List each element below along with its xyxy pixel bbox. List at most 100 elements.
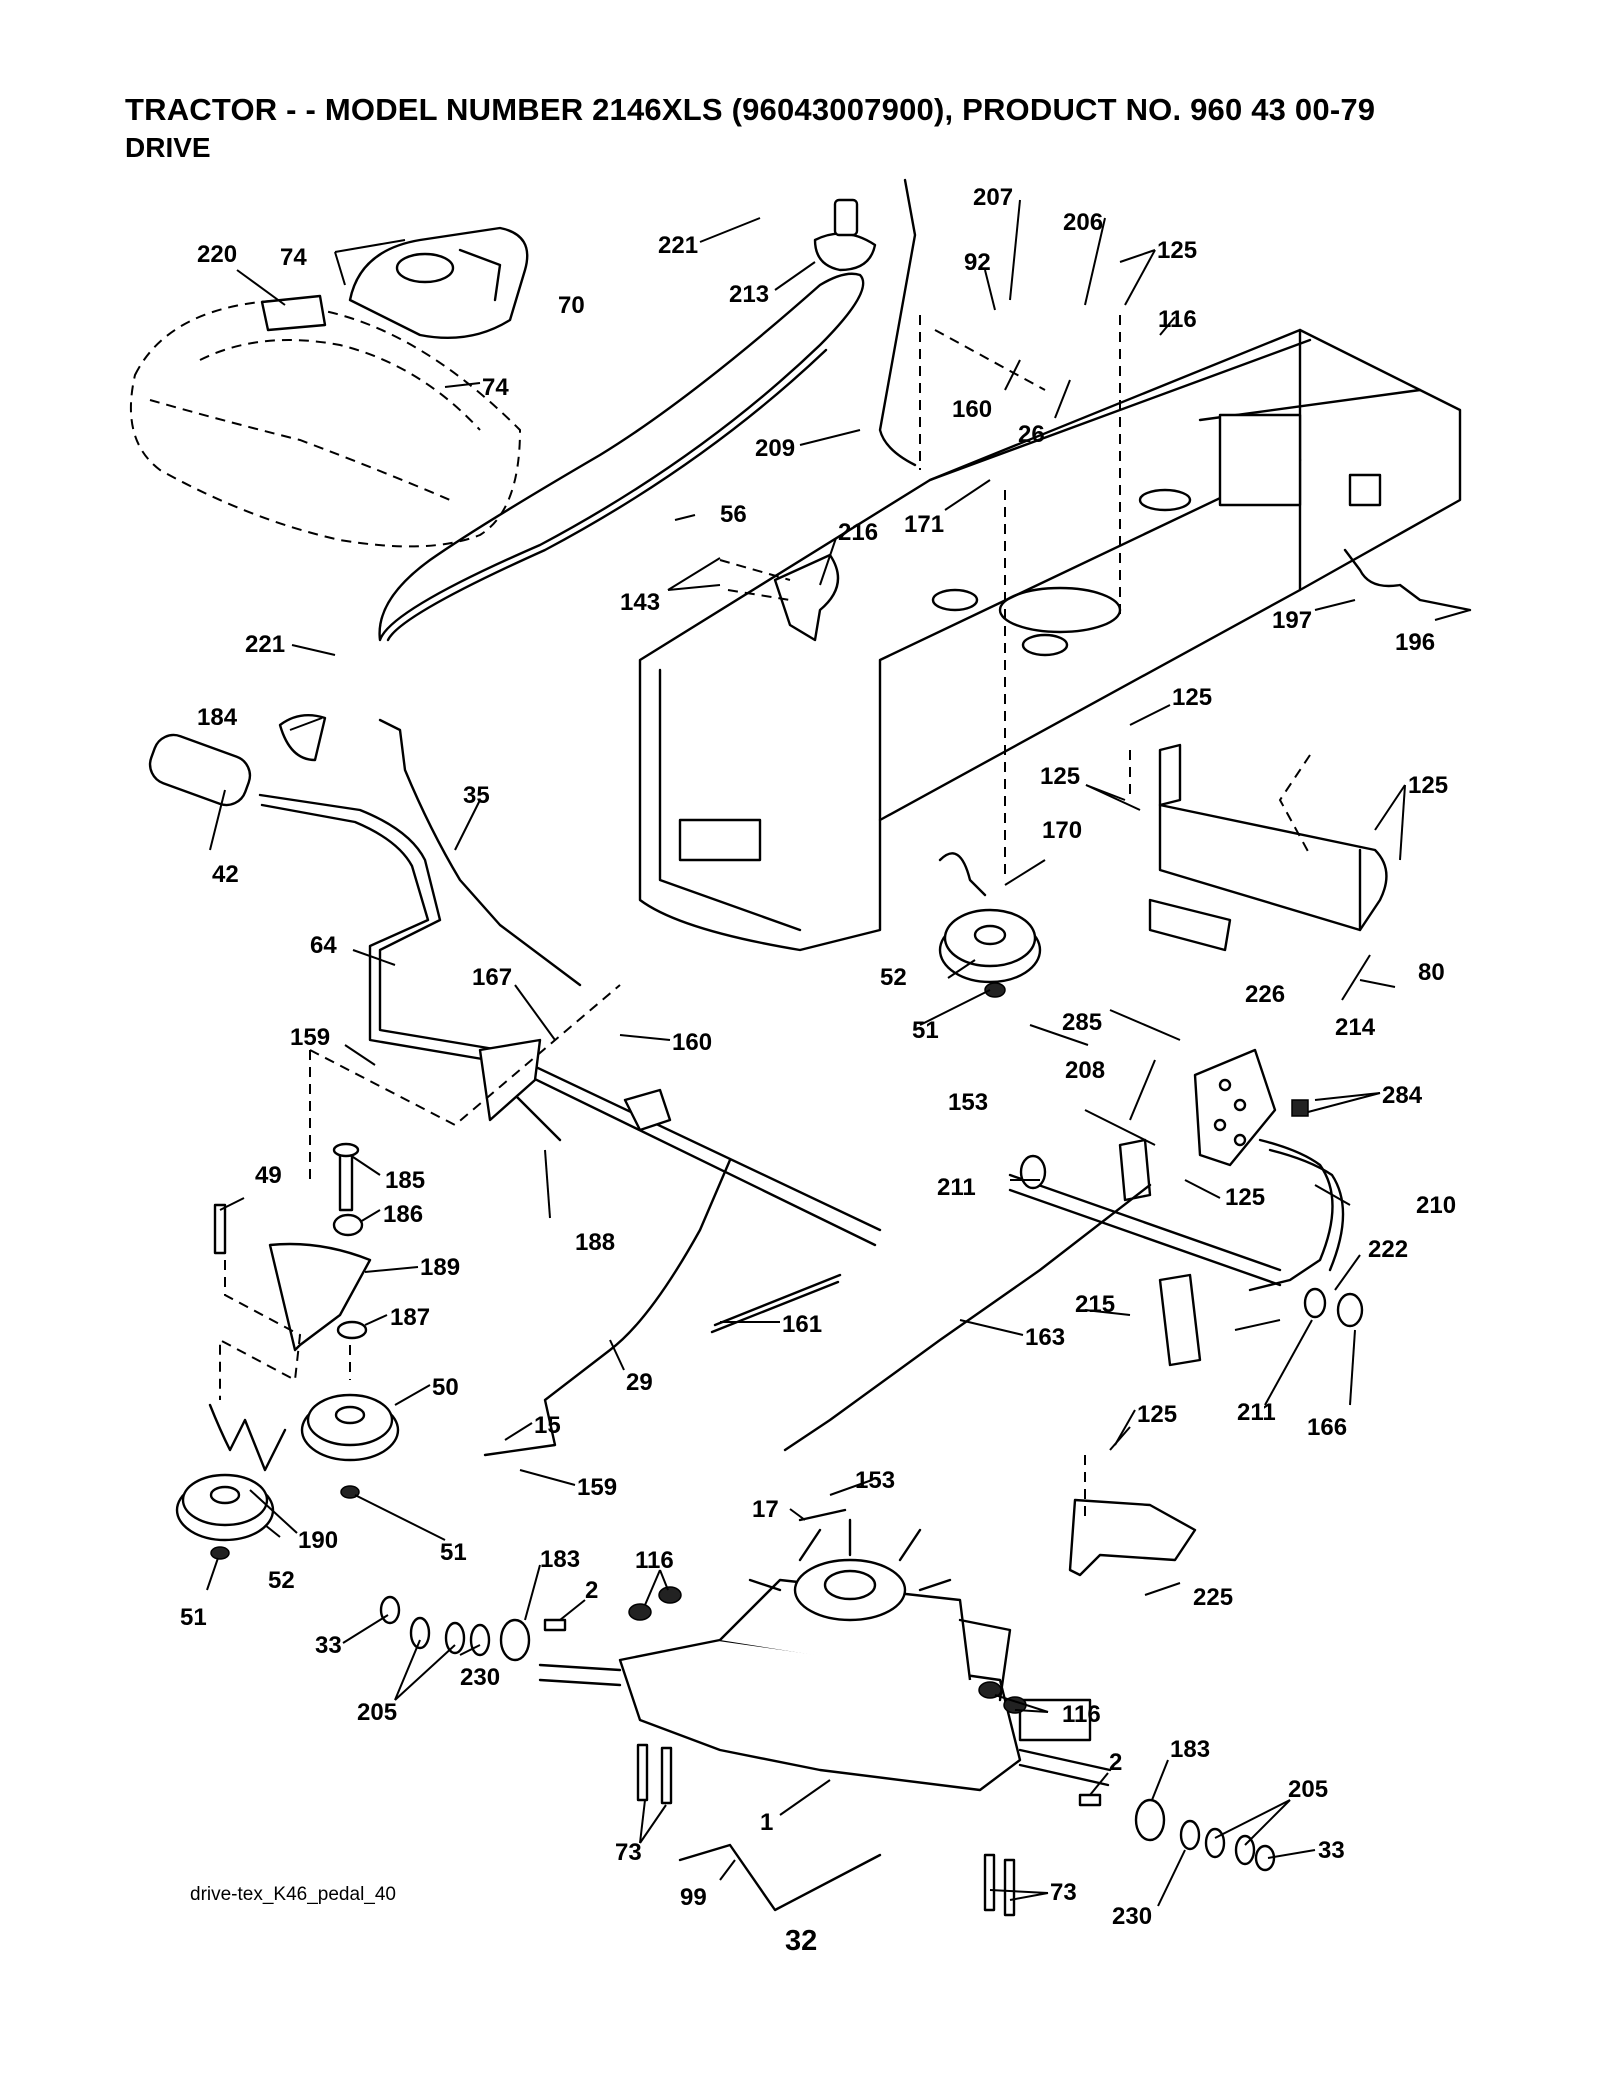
callout-label: 163 <box>1025 1324 1065 1351</box>
callout-label: 183 <box>540 1546 580 1573</box>
callout-label: 52 <box>880 964 907 991</box>
callout-label: 125 <box>1040 763 1080 790</box>
callout-label: 74 <box>280 244 307 271</box>
callout-label: 206 <box>1063 209 1103 236</box>
callout-label: 221 <box>245 631 285 658</box>
callout-label: 196 <box>1395 629 1435 656</box>
callout-label: 284 <box>1382 1082 1423 1109</box>
callout-label: 153 <box>855 1467 895 1494</box>
callout-label: 2 <box>585 1577 598 1604</box>
nut <box>984 982 1006 998</box>
callout-label: 167 <box>472 964 512 991</box>
callout-label: 171 <box>904 511 944 538</box>
callout-label: 159 <box>577 1474 617 1501</box>
callout-label: 50 <box>432 1374 459 1401</box>
callout-label: 211 <box>1237 1399 1276 1426</box>
rod-29 <box>483 1158 732 1457</box>
callout-label: 189 <box>420 1254 460 1281</box>
callout-label: 230 <box>1112 1903 1152 1930</box>
callout-label: 64 <box>310 932 337 959</box>
callout-label: 33 <box>315 1632 342 1659</box>
left-axle <box>538 1663 622 1672</box>
callout-label: 52 <box>268 1567 295 1594</box>
callout-label: 125 <box>1172 684 1212 711</box>
callout-label: 222 <box>1368 1236 1408 1263</box>
callout-label: 205 <box>1288 1776 1328 1803</box>
callout-label: 186 <box>383 1201 423 1228</box>
pedal-grip <box>148 733 252 807</box>
callout-label: 190 <box>298 1527 338 1554</box>
callout-label: 51 <box>180 1604 207 1631</box>
rod-99 <box>678 1843 882 1912</box>
callout-label: 160 <box>672 1029 712 1056</box>
callout-labels: 220 74 70 74 221 213 92 207 206 125 116 … <box>180 184 1456 1930</box>
callout-label: 184 <box>197 704 238 731</box>
callout-label: 80 <box>1418 959 1445 986</box>
callout-label: 99 <box>680 1884 707 1911</box>
callout-label: 208 <box>1065 1057 1105 1084</box>
callout-label: 15 <box>534 1412 561 1439</box>
callout-label: 26 <box>1018 421 1045 448</box>
callout-label: 207 <box>973 184 1013 211</box>
console-insert <box>260 294 327 332</box>
brake-shaft <box>1008 1173 1282 1272</box>
callout-label: 125 <box>1157 237 1197 264</box>
callout-label: 125 <box>1225 1184 1265 1211</box>
callout-label: 205 <box>357 1699 397 1726</box>
page-number: 32 <box>785 1925 818 1957</box>
callout-label: 211 <box>937 1174 976 1201</box>
callout-label: 214 <box>1335 1014 1376 1041</box>
callout-label: 116 <box>1062 1701 1101 1728</box>
page-subtitle: DRIVE <box>125 132 211 163</box>
callout-label: 74 <box>482 374 509 401</box>
callout-label: 56 <box>720 501 747 528</box>
callout-label: 210 <box>1416 1192 1456 1219</box>
callout-label: 125 <box>1137 1401 1177 1428</box>
callout-label: 187 <box>390 1304 430 1331</box>
transaxle <box>618 1518 1092 1792</box>
drive-belt <box>378 272 865 642</box>
callout-label: 185 <box>385 1167 425 1194</box>
pedal-cover-215 <box>1158 1273 1202 1367</box>
spring-161 <box>713 1273 842 1327</box>
idler-arm-190 <box>208 1403 287 1472</box>
bracket-226 <box>1148 898 1232 952</box>
callout-label: 51 <box>912 1017 939 1044</box>
rod-197 <box>1343 548 1472 612</box>
callout-label: 2 <box>1109 1749 1122 1776</box>
callout-label: 226 <box>1245 981 1285 1008</box>
plate-189 <box>268 1242 372 1352</box>
pulley-50 <box>300 1393 400 1462</box>
right-axle <box>1018 1748 1112 1772</box>
callout-label: 92 <box>964 249 991 276</box>
callout-label: 209 <box>755 435 795 462</box>
pulley-52-lower <box>175 1473 275 1542</box>
callout-label: 73 <box>615 1839 642 1866</box>
bolt-185 <box>338 1148 354 1212</box>
callout-label: 42 <box>212 861 239 888</box>
callout-label: 221 <box>658 232 698 259</box>
callout-label: 73 <box>1050 1879 1077 1906</box>
callout-label: 220 <box>197 241 237 268</box>
rod-35 <box>378 718 582 987</box>
pedal-arm-210 <box>1248 1138 1334 1292</box>
callout-label: 188 <box>575 1229 615 1256</box>
bushing-186 <box>332 1213 364 1237</box>
callout-label: 125 <box>1408 772 1448 799</box>
tractor-frame <box>638 328 1462 952</box>
callout-label: 51 <box>440 1539 467 1566</box>
callout-label: 49 <box>255 1162 282 1189</box>
callout-label: 159 <box>290 1024 330 1051</box>
console-cover <box>348 226 529 340</box>
leader-lines <box>206 199 1471 1907</box>
callout-label: 70 <box>558 292 585 319</box>
callout-label: 215 <box>1075 1291 1115 1318</box>
callout-label: 143 <box>620 589 660 616</box>
page-title: TRACTOR - - MODEL NUMBER 2146XLS (960430… <box>125 92 1376 127</box>
diagram-code: drive-tex_K46_pedal_40 <box>190 1884 396 1905</box>
callout-label: 33 <box>1318 1837 1345 1864</box>
callout-label: 161 <box>782 1311 822 1338</box>
callout-label: 230 <box>460 1664 500 1691</box>
callout-label: 35 <box>463 782 490 809</box>
